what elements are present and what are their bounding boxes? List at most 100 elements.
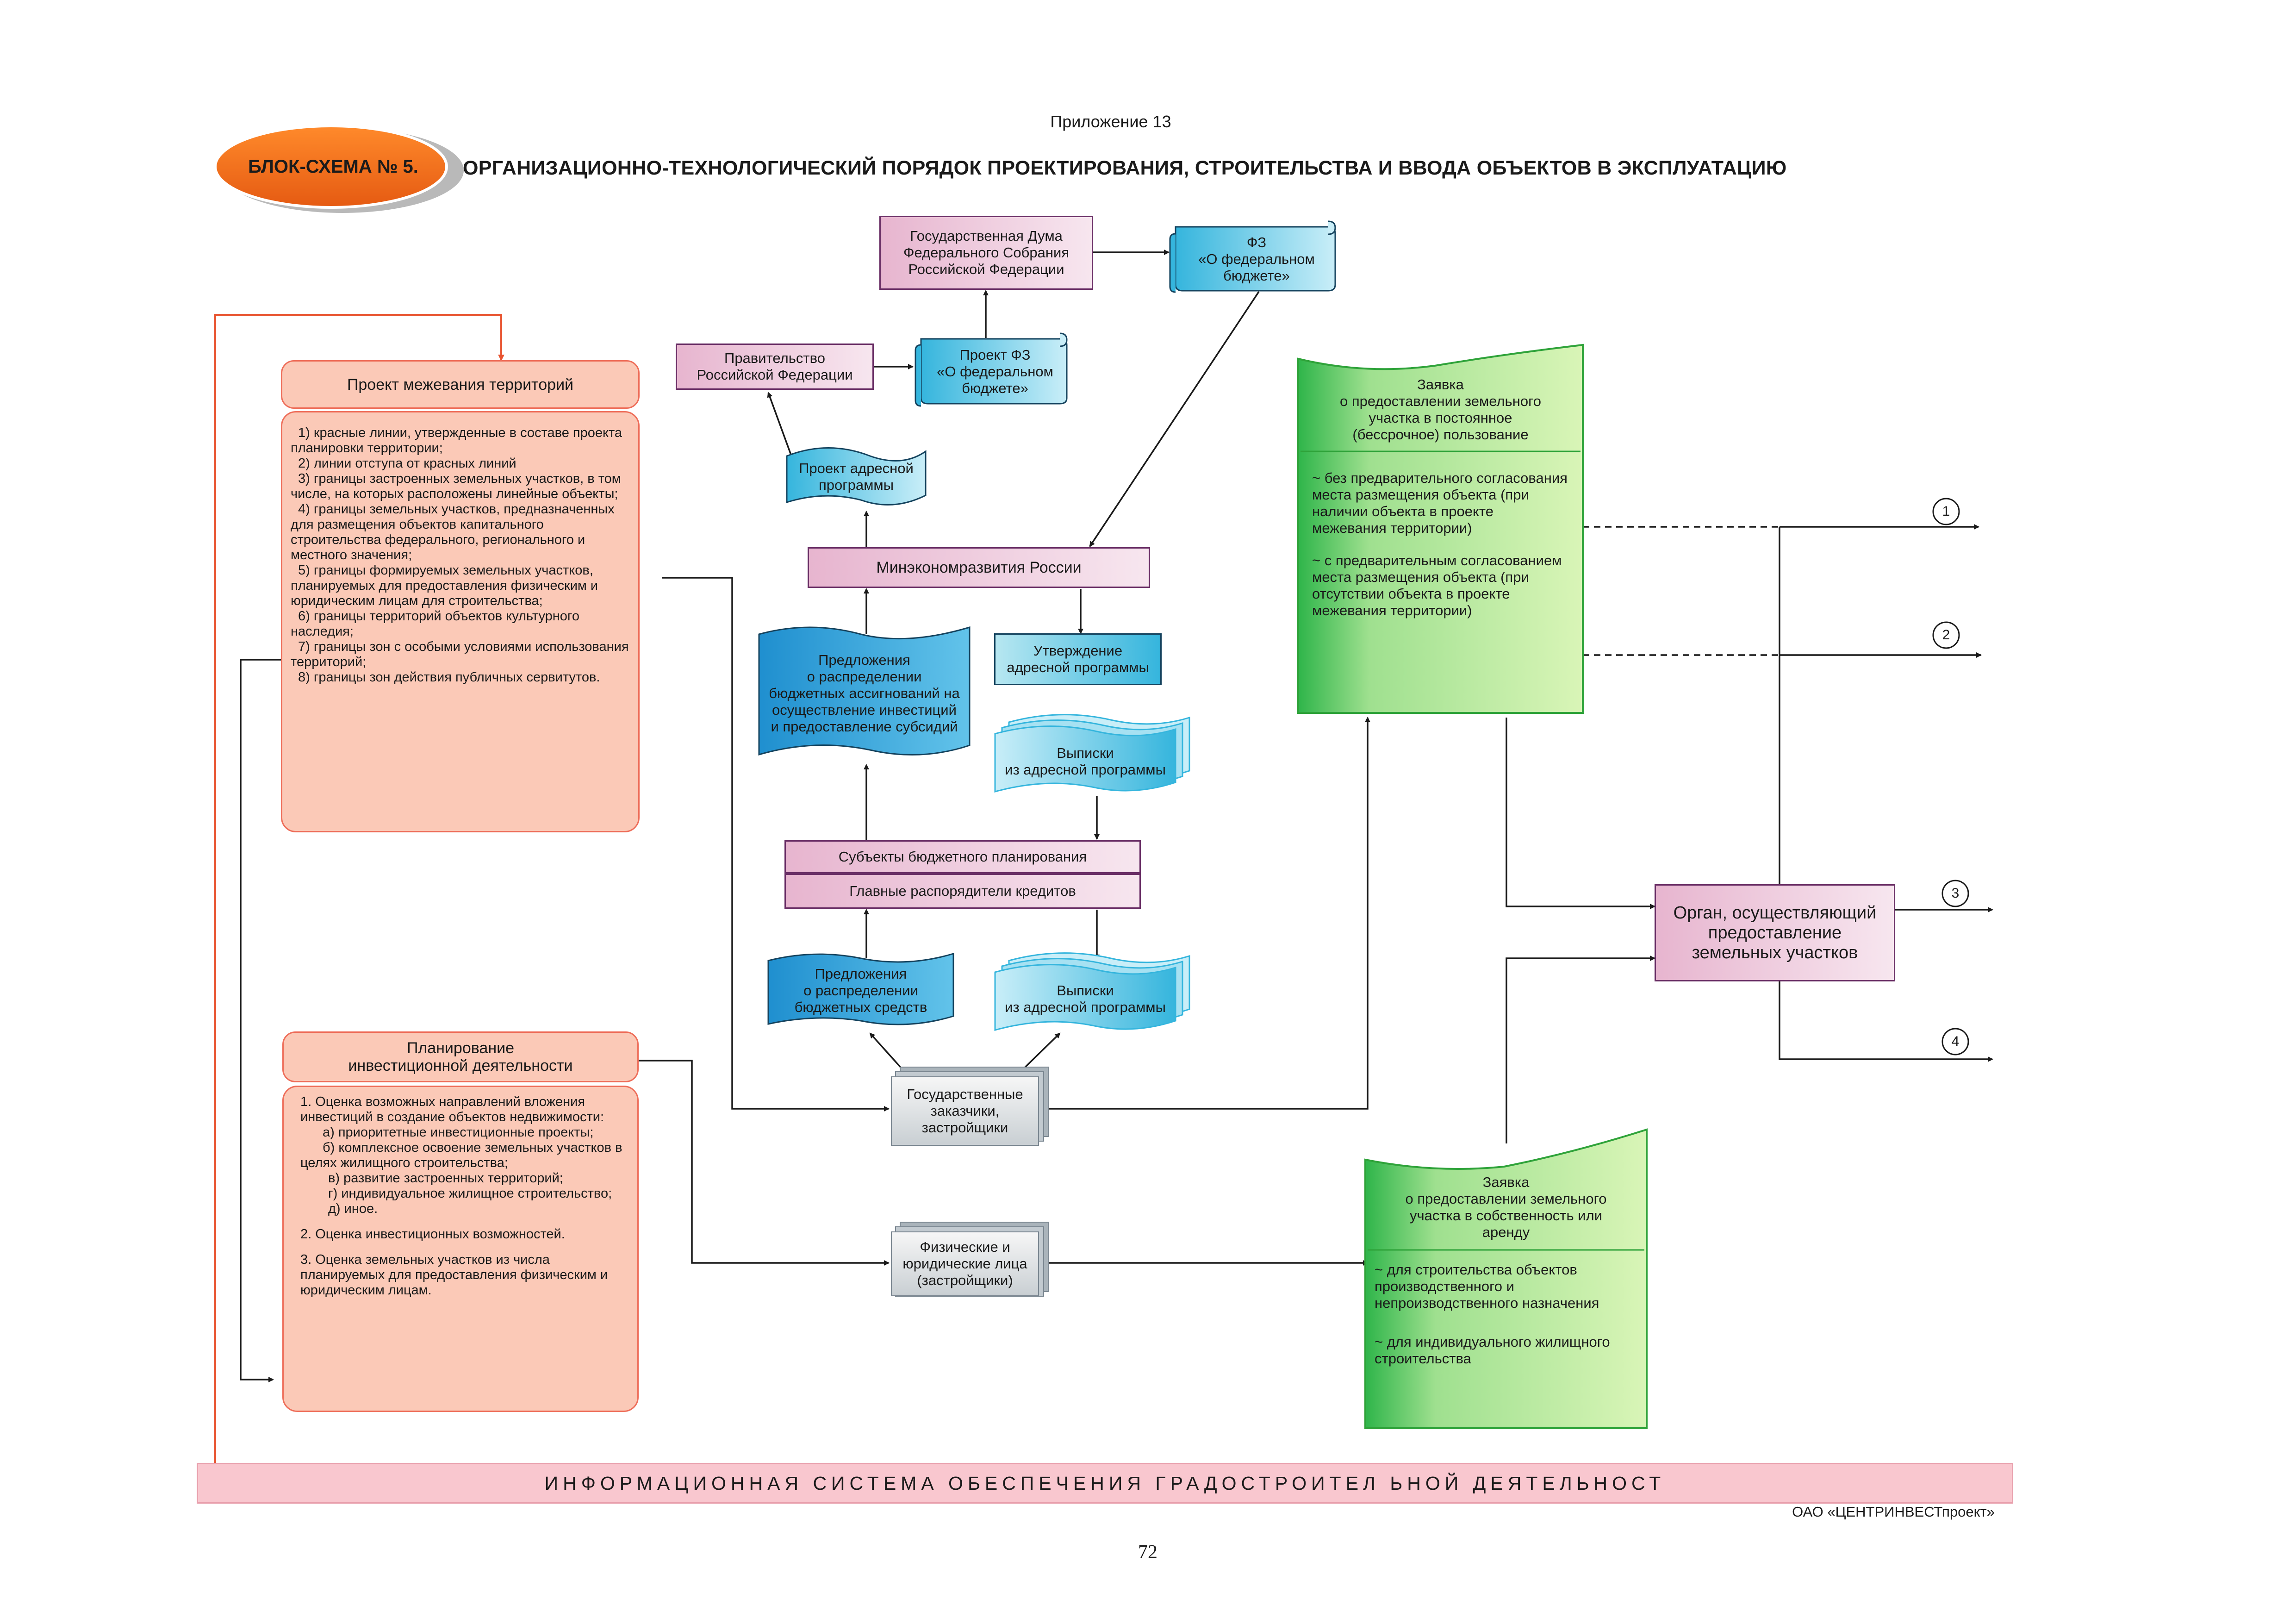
- output-arrow-4: [1779, 979, 1993, 1062]
- extracts-2-line-2: из адресной программы: [1005, 999, 1166, 1015]
- project-fz-line-2: «О федеральном: [937, 363, 1053, 380]
- state-customers-line-1: Государственные: [907, 1086, 1023, 1102]
- surveying-title: Проект межевания территорий: [347, 375, 574, 394]
- surveying-item-6: 6) границы территорий объектов культурно…: [291, 609, 579, 639]
- fz-budget-box: ФЗ «О федеральном бюджете»: [1178, 229, 1335, 289]
- individuals-line-3: (застройщики): [917, 1272, 1013, 1288]
- investment-item-3: б) комплексное освоение земельных участк…: [300, 1140, 622, 1170]
- proposals-funds-doc-shape: [767, 952, 954, 1025]
- proposals-allocation-line-1: Предложения: [818, 651, 910, 668]
- individuals-line-1: Физические и: [920, 1239, 1010, 1255]
- appendix-label: Приложение 13: [1050, 112, 1171, 131]
- project-program-doc-shape: [786, 447, 927, 506]
- application-ownership-items: ~ для строительства объектов производств…: [1375, 1262, 1641, 1424]
- fz-budget-scroll-shape: [1169, 220, 1336, 293]
- investment-item-8: 3. Оценка земельных участков из числа пл…: [300, 1252, 608, 1298]
- surveying-title-box: Проект межевания территорий: [281, 360, 640, 409]
- header-badge-ellipse: [214, 125, 448, 209]
- connector-ownership-to-authority: [1506, 956, 1655, 1143]
- proposals-funds-line-3: бюджетных средств: [794, 999, 927, 1015]
- project-fz-line-1: Проект ФЗ: [959, 346, 1031, 363]
- authority-line-1: Орган, осуществляющий: [1673, 903, 1877, 923]
- surveying-item-8: 8) границы зон действия публичных сервит…: [298, 670, 600, 685]
- government-line-1: Правительство: [724, 350, 825, 366]
- project-fz-line-3: бюджете»: [962, 380, 1028, 396]
- extracts-1-box: Выписки из адресной программы: [995, 736, 1176, 787]
- output-circle-1: [1932, 498, 1960, 525]
- investment-title-line-1: Планирование: [406, 1039, 515, 1057]
- project-fz-box: Проект ФЗ «О федеральном бюджете»: [923, 340, 1067, 403]
- proposals-funds-box: Предложения о распределении бюджетных ср…: [768, 961, 953, 1021]
- application-permanent-shape: [1297, 344, 1584, 714]
- proposals-allocation-box: Предложения о распределении бюджетных ас…: [759, 639, 970, 748]
- proposals-allocation-line-5: и предоставление субсидий: [771, 718, 958, 735]
- left-bracket-line: [240, 659, 281, 1382]
- proposals-allocation-doc-shape: [758, 626, 971, 756]
- page-number: 72: [1138, 1542, 1157, 1563]
- individuals-box: Физические и юридические лица (застройщи…: [891, 1231, 1039, 1296]
- duma-box: Государственная Дума Федерального Собран…: [879, 216, 1093, 290]
- subjects-budget-label: Субъекты бюджетного планирования: [838, 849, 1087, 865]
- fz-budget-line-3: бюджете»: [1223, 268, 1290, 284]
- application-ownership-title-3: участка в собственность или: [1410, 1207, 1602, 1224]
- investment-items-box: 1. Оценка возможных направлений вложения…: [282, 1086, 639, 1412]
- application-ownership-title-2: о предоставлении земельного: [1405, 1190, 1607, 1207]
- company-label: ОАО «ЦЕНТРИНВЕСТпроект»: [1792, 1504, 1995, 1520]
- proposals-funds-line-2: о распределении: [803, 982, 918, 999]
- surveying-item-7: 7) границы зон с особыми условиями испол…: [291, 639, 629, 669]
- connector-surveying-to-customers: [662, 577, 890, 1112]
- application-ownership-title: Заявка о предоставлении земельного участ…: [1368, 1167, 1644, 1248]
- project-program-line-2: программы: [819, 477, 894, 493]
- state-customers-box: Государственные заказчики, застройщики: [891, 1076, 1039, 1146]
- subjects-budget-box: Субъекты бюджетного планирования: [784, 840, 1141, 874]
- minecon-box: Минэкономразвития России: [808, 547, 1150, 588]
- surveying-item-3: 3) границы застроенных земельных участко…: [291, 471, 621, 501]
- application-permanent-items: ~ без предварительного согласования мест…: [1312, 470, 1571, 706]
- approval-program-box: Утверждение адресной программы: [994, 633, 1162, 685]
- project-program-box: Проект адресной программы: [787, 454, 926, 500]
- application-permanent-item-2: ~ с предварительным согласованием места …: [1312, 552, 1562, 618]
- application-ownership-shape: [1364, 1128, 1648, 1429]
- main-managers-label: Главные распорядители кредитов: [849, 883, 1076, 899]
- header-badge-label: БЛОК-СХЕМА № 5.: [248, 156, 418, 177]
- application-ownership-item-2: ~ для индивидуального жилищного строител…: [1375, 1334, 1610, 1367]
- proposals-allocation-line-4: осуществление инвестиций: [772, 701, 957, 718]
- arrow-project-program-to-government: [767, 392, 792, 456]
- application-permanent-title-4: (бессрочное) пользование: [1352, 426, 1529, 443]
- surveying-item-5: 5) границы формируемых земельных участко…: [291, 563, 598, 608]
- investment-title-box: Планирование инвестиционной деятельности: [282, 1031, 639, 1082]
- surveying-item-2: 2) линии отступа от красных линий: [298, 456, 516, 471]
- fz-budget-line-1: ФЗ: [1246, 234, 1267, 250]
- connector-investment-to-individuals: [639, 1060, 890, 1266]
- arrow-customers-to-extracts: [1022, 1032, 1061, 1070]
- proposals-allocation-line-2: о распределении: [807, 668, 922, 685]
- connector-application-to-authority: [1506, 718, 1655, 909]
- investment-item-7: 2. Оценка инвестиционных возможностей.: [300, 1227, 565, 1242]
- authority-box: Орган, осуществляющий предоставление зем…: [1655, 884, 1895, 981]
- connector-customers-to-application: [1048, 717, 1370, 1110]
- state-customers-line-2: заказчики,: [930, 1103, 1000, 1119]
- output-label-3: 3: [1951, 886, 1960, 901]
- application-permanent-title-3: участка в постоянное: [1369, 410, 1512, 426]
- government-line-2: Российской Федерации: [697, 367, 853, 383]
- authority-line-2: предоставление: [1708, 923, 1842, 943]
- output-circle-3: [1941, 880, 1969, 907]
- output-circle-2: [1932, 621, 1960, 649]
- extracts-2-line-1: Выписки: [1057, 982, 1114, 999]
- fz-budget-line-2: «О федеральном: [1198, 251, 1315, 267]
- state-customers-line-3: застройщики: [921, 1119, 1008, 1136]
- individuals-line-2: юридические лица: [902, 1255, 1027, 1272]
- duma-line-2: Федерального Собрания: [903, 244, 1070, 261]
- application-permanent-title: Заявка о предоставлении земельного участ…: [1300, 370, 1580, 449]
- investment-item-6: д) иное.: [328, 1201, 378, 1216]
- duma-line-3: Российской Федерации: [908, 261, 1064, 277]
- investment-item-1: 1. Оценка возможных направлений вложения…: [300, 1094, 604, 1124]
- project-program-line-1: Проект адресной: [799, 460, 914, 476]
- application-permanent-title-2: о предоставлении земельного: [1340, 393, 1541, 409]
- approval-program-line-2: адресной программы: [1007, 659, 1149, 675]
- approval-program-line-1: Утверждение: [1033, 643, 1123, 659]
- investment-title-line-2: инвестиционной деятельности: [348, 1057, 573, 1074]
- red-feedback-line: [214, 314, 504, 1463]
